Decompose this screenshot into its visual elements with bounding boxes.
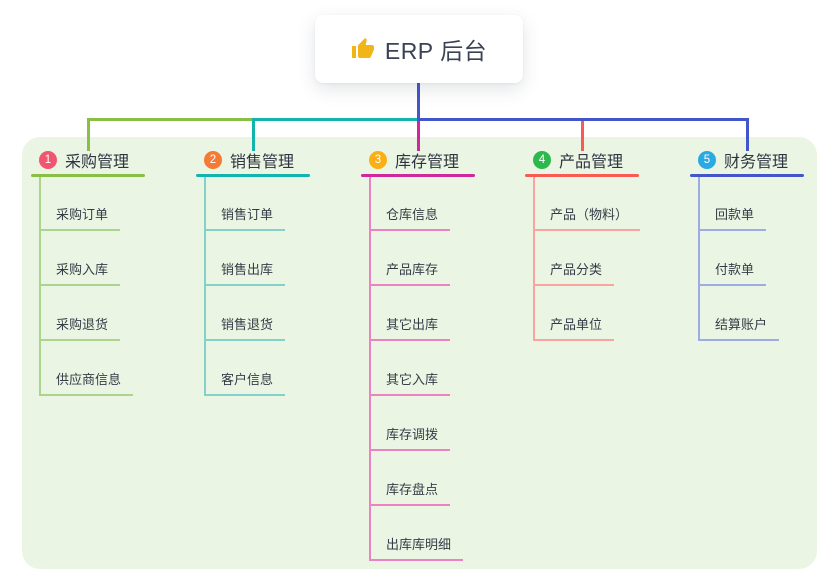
thumbs-up-icon xyxy=(351,37,375,61)
branch-underline xyxy=(690,174,804,177)
branch-children: 产品（物料） 产品分类产品单位 xyxy=(533,177,641,341)
branch-connector-drop xyxy=(87,118,90,151)
root-node[interactable]: ERP 后台 xyxy=(315,15,523,83)
branch-children: 销售订单销售出库销售退货客户信息 xyxy=(204,177,286,396)
branch-1: 1 采购管理采购订单采购入库采购退货供应商信息 xyxy=(31,148,145,396)
branch-node[interactable]: 2 销售管理 xyxy=(196,148,310,172)
child-node[interactable]: 采购入库 xyxy=(41,259,121,286)
child-node[interactable]: 付款单 xyxy=(700,259,767,286)
branch-3: 3 库存管理仓库信息产品库存其它出库其它入库库存调拨库存盘点出库库明细 xyxy=(361,148,475,561)
child-row: 其它入库 xyxy=(371,341,463,396)
branch-underline xyxy=(31,174,145,177)
connector-horizontal-midleft xyxy=(252,118,419,121)
branch-node[interactable]: 4 产品管理 xyxy=(525,148,639,172)
child-node[interactable]: 其它入库 xyxy=(371,369,451,396)
branch-label: 销售管理 xyxy=(230,154,295,171)
child-node[interactable]: 库存调拨 xyxy=(371,424,451,451)
child-row: 产品单位 xyxy=(535,286,640,341)
child-node[interactable]: 产品单位 xyxy=(535,314,615,341)
branch-children: 采购订单采购入库采购退货供应商信息 xyxy=(39,177,134,396)
child-row: 供应商信息 xyxy=(41,341,134,396)
child-row: 销售出库 xyxy=(206,231,286,286)
branch-number-badge: 5 xyxy=(698,151,716,169)
child-row: 回款单 xyxy=(700,177,779,231)
branch-node[interactable]: 1 采购管理 xyxy=(31,148,145,172)
branch-underline xyxy=(361,174,475,177)
branch-number-badge: 3 xyxy=(369,151,387,169)
child-node[interactable]: 产品库存 xyxy=(371,259,451,286)
branch-connector-drop xyxy=(581,118,584,151)
child-row: 其它出库 xyxy=(371,286,463,341)
child-row: 出库库明细 xyxy=(371,506,464,561)
child-row: 销售退货 xyxy=(206,286,286,341)
branch-label: 产品管理 xyxy=(559,154,624,171)
child-row: 销售订单 xyxy=(206,177,286,231)
branch-node[interactable]: 5 财务管理 xyxy=(690,148,804,172)
child-row: 产品库存 xyxy=(371,231,463,286)
child-row: 仓库信息 xyxy=(371,177,463,231)
child-node[interactable]: 销售退货 xyxy=(206,314,286,341)
child-node[interactable]: 产品（物料） xyxy=(535,204,641,231)
branch-label: 采购管理 xyxy=(65,154,130,171)
child-node[interactable]: 供应商信息 xyxy=(41,369,134,396)
branch-node[interactable]: 3 库存管理 xyxy=(361,148,475,172)
child-row: 库存调拨 xyxy=(371,396,463,451)
branch-number-badge: 1 xyxy=(39,151,57,169)
branch-5: 5 财务管理回款单付款单结算账户 xyxy=(690,148,804,341)
child-node[interactable]: 结算账户 xyxy=(700,314,780,341)
child-row: 库存盘点 xyxy=(371,451,463,506)
child-row: 付款单 xyxy=(700,231,779,286)
child-row: 采购订单 xyxy=(41,177,133,231)
root-label: ERP 后台 xyxy=(384,38,488,64)
connector-horizontal-left xyxy=(87,118,254,121)
branch-children: 仓库信息产品库存其它出库其它入库库存调拨库存盘点出库库明细 xyxy=(369,177,464,561)
child-node[interactable]: 出库库明细 xyxy=(371,534,464,561)
child-node[interactable]: 销售出库 xyxy=(206,259,286,286)
child-node[interactable]: 产品分类 xyxy=(535,259,615,286)
branch-4: 4 产品管理产品（物料） 产品分类产品单位 xyxy=(525,148,641,341)
child-row: 采购退货 xyxy=(41,286,133,341)
child-row: 产品分类 xyxy=(535,231,640,286)
child-node[interactable]: 采购退货 xyxy=(41,314,121,341)
child-node[interactable]: 采购订单 xyxy=(41,204,121,231)
child-node[interactable]: 库存盘点 xyxy=(371,479,451,506)
child-node[interactable]: 客户信息 xyxy=(206,369,286,396)
branch-connector-drop xyxy=(746,118,749,151)
connector-horizontal-right xyxy=(417,118,749,121)
child-node[interactable]: 仓库信息 xyxy=(371,204,451,231)
child-node[interactable]: 销售订单 xyxy=(206,204,286,231)
branch-connector-drop xyxy=(252,118,255,151)
branch-number-badge: 2 xyxy=(204,151,222,169)
branch-connector-drop xyxy=(417,118,420,151)
branch-children: 回款单付款单结算账户 xyxy=(698,177,780,341)
child-row: 产品（物料） xyxy=(535,177,641,231)
child-node[interactable]: 回款单 xyxy=(700,204,767,231)
canvas-background xyxy=(22,137,817,569)
branch-underline xyxy=(525,174,639,177)
branch-underline xyxy=(196,174,310,177)
branch-label: 库存管理 xyxy=(395,154,460,171)
branch-2: 2 销售管理销售订单销售出库销售退货客户信息 xyxy=(196,148,310,396)
child-row: 结算账户 xyxy=(700,286,780,341)
child-node[interactable]: 其它出库 xyxy=(371,314,451,341)
branch-label: 财务管理 xyxy=(724,154,789,171)
child-row: 采购入库 xyxy=(41,231,133,286)
root-connector-stem xyxy=(417,83,420,119)
branch-number-badge: 4 xyxy=(533,151,551,169)
child-row: 客户信息 xyxy=(206,341,286,396)
